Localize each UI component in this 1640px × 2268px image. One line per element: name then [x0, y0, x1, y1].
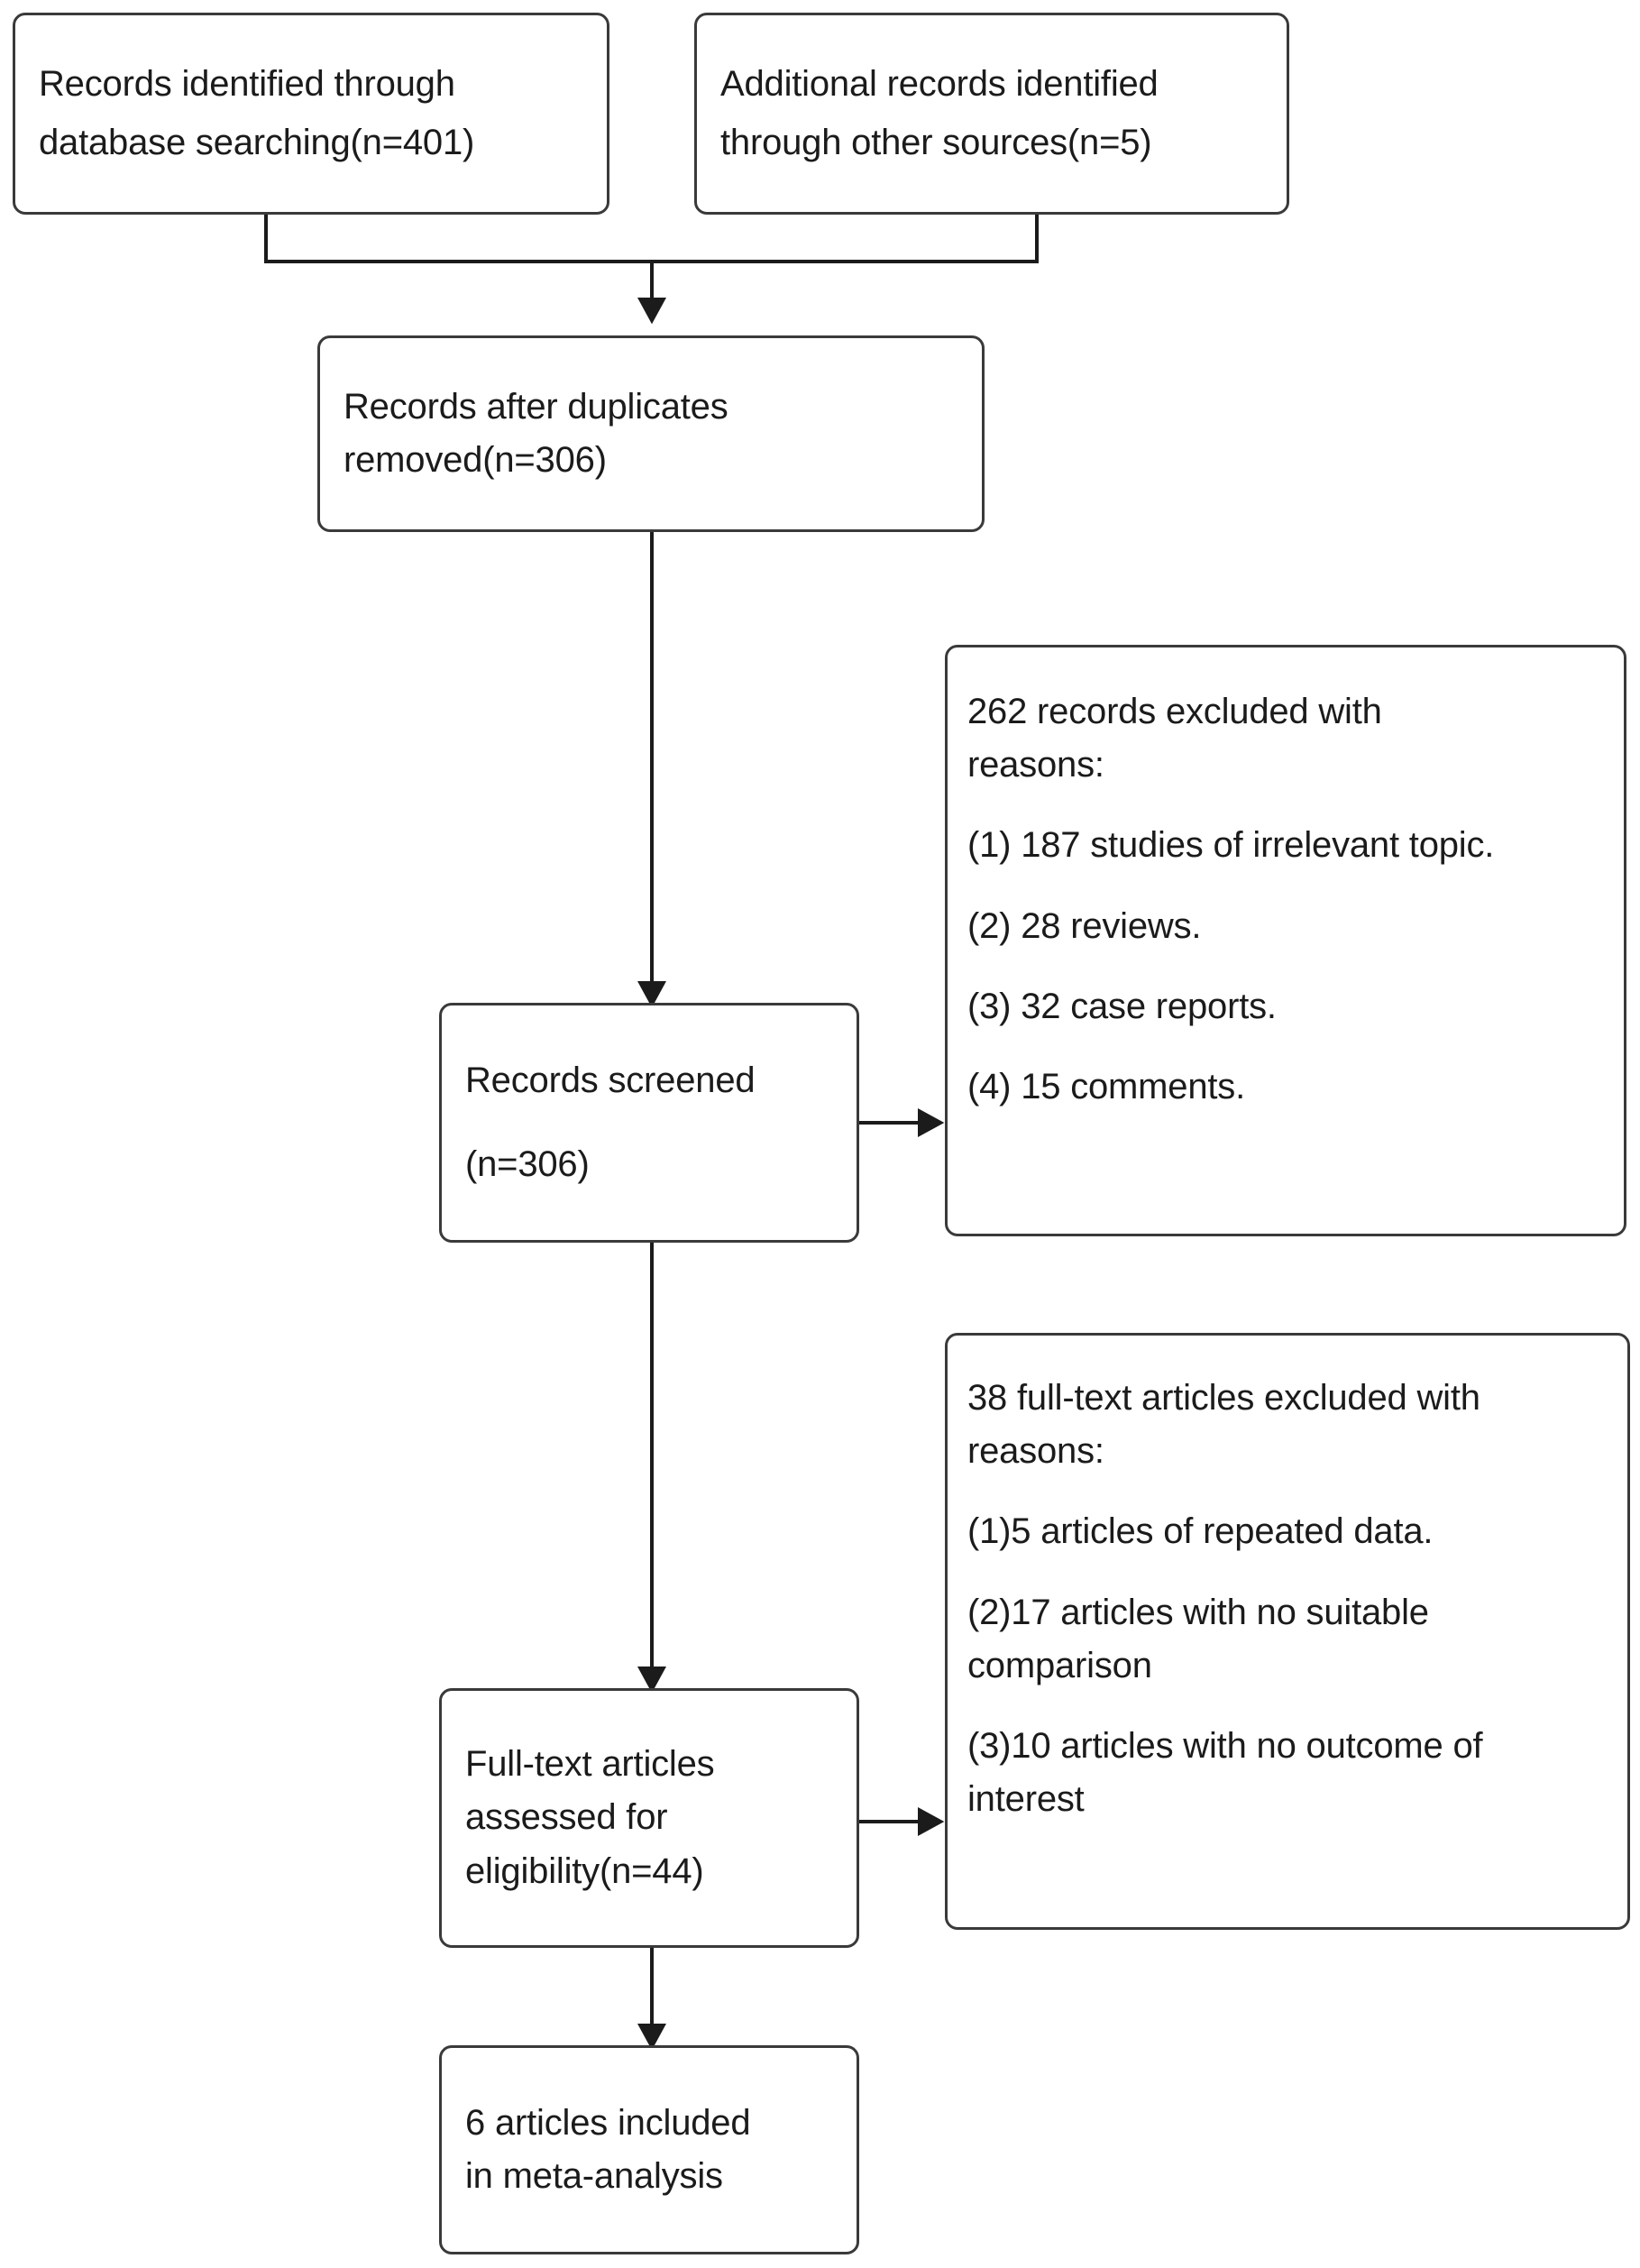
records-excluded-reason-3: (3) 32 case reports. [967, 986, 1277, 1026]
spacer [967, 1033, 1604, 1061]
full-text-excluded-reason-3-cont: interest [967, 1779, 1085, 1820]
records-screened-line-2: (n=306) [465, 1144, 590, 1184]
articles-included-line-1: 6 articles included [465, 2102, 751, 2143]
spacer [967, 873, 1604, 900]
records-after-duplicates-line-2: removed(n=306) [344, 440, 607, 480]
spacer [967, 1693, 1608, 1720]
connector-merge-top [264, 214, 1039, 263]
records-identified-other-box: Additional records identified through ot… [694, 13, 1289, 215]
records-after-duplicates-removed-box: Records after duplicates removed(n=306) [317, 335, 985, 532]
spacer [967, 1478, 1608, 1505]
full-text-excluded-heading-2: reasons: [967, 1431, 1104, 1472]
spacer [967, 953, 1604, 980]
full-text-excluded-heading-1: 38 full-text articles excluded with [967, 1378, 1480, 1418]
full-text-excluded-box: 38 full-text articles excluded with reas… [945, 1333, 1630, 1930]
records-screened-box: Records screened (n=306) [439, 1003, 859, 1243]
records-excluded-heading-2: reasons: [967, 745, 1104, 785]
full-text-excluded-reason-2: (2)17 articles with no suitable [967, 1592, 1429, 1632]
articles-included-line-2: in meta-analysis [465, 2156, 723, 2196]
records-excluded-reason-2: (2) 28 reviews. [967, 905, 1202, 946]
records-excluded-heading-1: 262 records excluded with [967, 692, 1382, 731]
records-screened-line-1: Records screened [465, 1060, 756, 1100]
articles-included-box: 6 articles included in meta-analysis [439, 2045, 859, 2254]
full-text-excluded-reason-1: (1)5 articles of repeated data. [967, 1511, 1434, 1552]
records-after-duplicates-line-1: Records after duplicates [344, 386, 728, 427]
records-excluded-box: 262 records excluded with reasons: (1) 1… [945, 645, 1626, 1236]
full-text-excluded-reason-3: (3)10 articles with no outcome of [967, 1725, 1483, 1766]
records-excluded-reason-4: (4) 15 comments. [967, 1066, 1246, 1106]
records-identified-other-line-2: through other sources(n=5) [720, 123, 1152, 162]
spacer [967, 1559, 1608, 1586]
full-text-excluded-reason-2-cont: comparison [967, 1645, 1152, 1685]
records-excluded-reason-1: (1) 187 studies of irrelevant topic. [967, 825, 1495, 866]
full-text-assessed-box: Full-text articles assessed for eligibil… [439, 1688, 859, 1948]
full-text-assessed-line-3: eligibility(n=44) [465, 1850, 704, 1891]
records-identified-other-line-1: Additional records identified [720, 64, 1159, 105]
records-identified-database-box: Records identified through database sear… [13, 13, 609, 215]
full-text-assessed-line-1: Full-text articles [465, 1744, 715, 1785]
spacer [967, 792, 1604, 819]
records-identified-database-line-2: database searching(n=401) [39, 123, 475, 162]
full-text-assessed-line-2: assessed for [465, 1797, 668, 1838]
records-identified-database-line-1: Records identified through [39, 64, 455, 105]
